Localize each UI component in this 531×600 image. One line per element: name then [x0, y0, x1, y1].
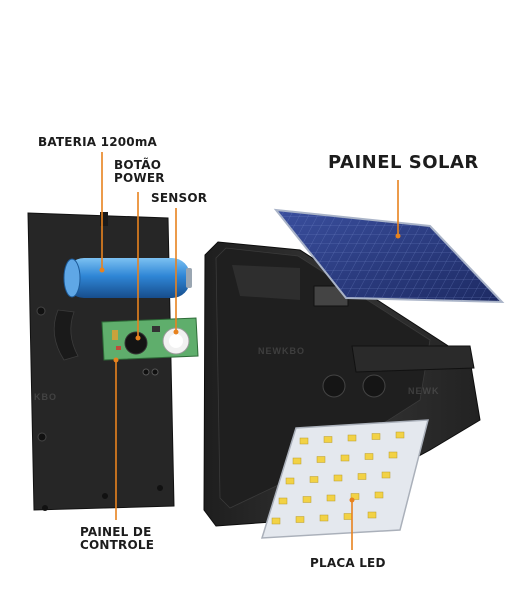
watermark: NEWK: [408, 386, 440, 396]
led-chip: [326, 494, 336, 502]
led-chip-grid: [271, 431, 405, 525]
leader-dots: [99, 233, 401, 503]
led-chip: [364, 453, 374, 460]
led-chip: [371, 433, 381, 440]
label-painel-controle-line2: CONTROLE: [80, 538, 155, 553]
led-chip: [302, 496, 312, 503]
led-chip: [319, 514, 329, 522]
watermark: NEWKBO: [258, 346, 305, 356]
label-painel-controle: PAINEL DE CONTROLE: [80, 525, 155, 553]
led-chip: [333, 474, 343, 482]
leader-lines: [101, 152, 399, 550]
label-placa-led: PLACA LED: [310, 556, 386, 570]
label-botao-line2: POWER: [114, 171, 165, 186]
led-chip: [347, 434, 357, 442]
led-chip: [357, 473, 367, 480]
back-plate: [27, 212, 175, 511]
solar-panel: [273, 208, 505, 304]
led-chip: [350, 493, 360, 500]
led-chip: [285, 477, 295, 485]
label-bateria: BATERIA 1200mA: [38, 135, 158, 149]
led-chip: [295, 516, 305, 523]
led-plate: [260, 419, 429, 539]
led-chip: [343, 513, 353, 520]
led-chip: [309, 476, 319, 483]
led-chip: [323, 436, 333, 443]
led-chip: [395, 431, 405, 439]
label-sensor: SENSOR: [151, 191, 208, 205]
led-chip: [292, 457, 302, 465]
watermark: KBO: [34, 392, 57, 402]
led-chip: [388, 451, 398, 459]
led-chip: [299, 437, 309, 445]
led-chip: [316, 456, 326, 463]
led-chip: [367, 511, 377, 519]
led-chip: [278, 497, 288, 505]
battery-18650: [63, 258, 192, 298]
label-botao-power: BOTÃO POWER: [114, 158, 165, 186]
led-chip: [374, 491, 384, 499]
label-painel-solar: PAINEL SOLAR: [328, 152, 479, 173]
led-chip: [340, 454, 350, 462]
label-botao-line1: BOTÃO: [114, 158, 162, 172]
led-chip: [271, 517, 281, 525]
led-chip: [381, 471, 391, 479]
control-pcb: [101, 317, 199, 361]
label-painel-controle-line1: PAINEL DE: [80, 525, 152, 539]
